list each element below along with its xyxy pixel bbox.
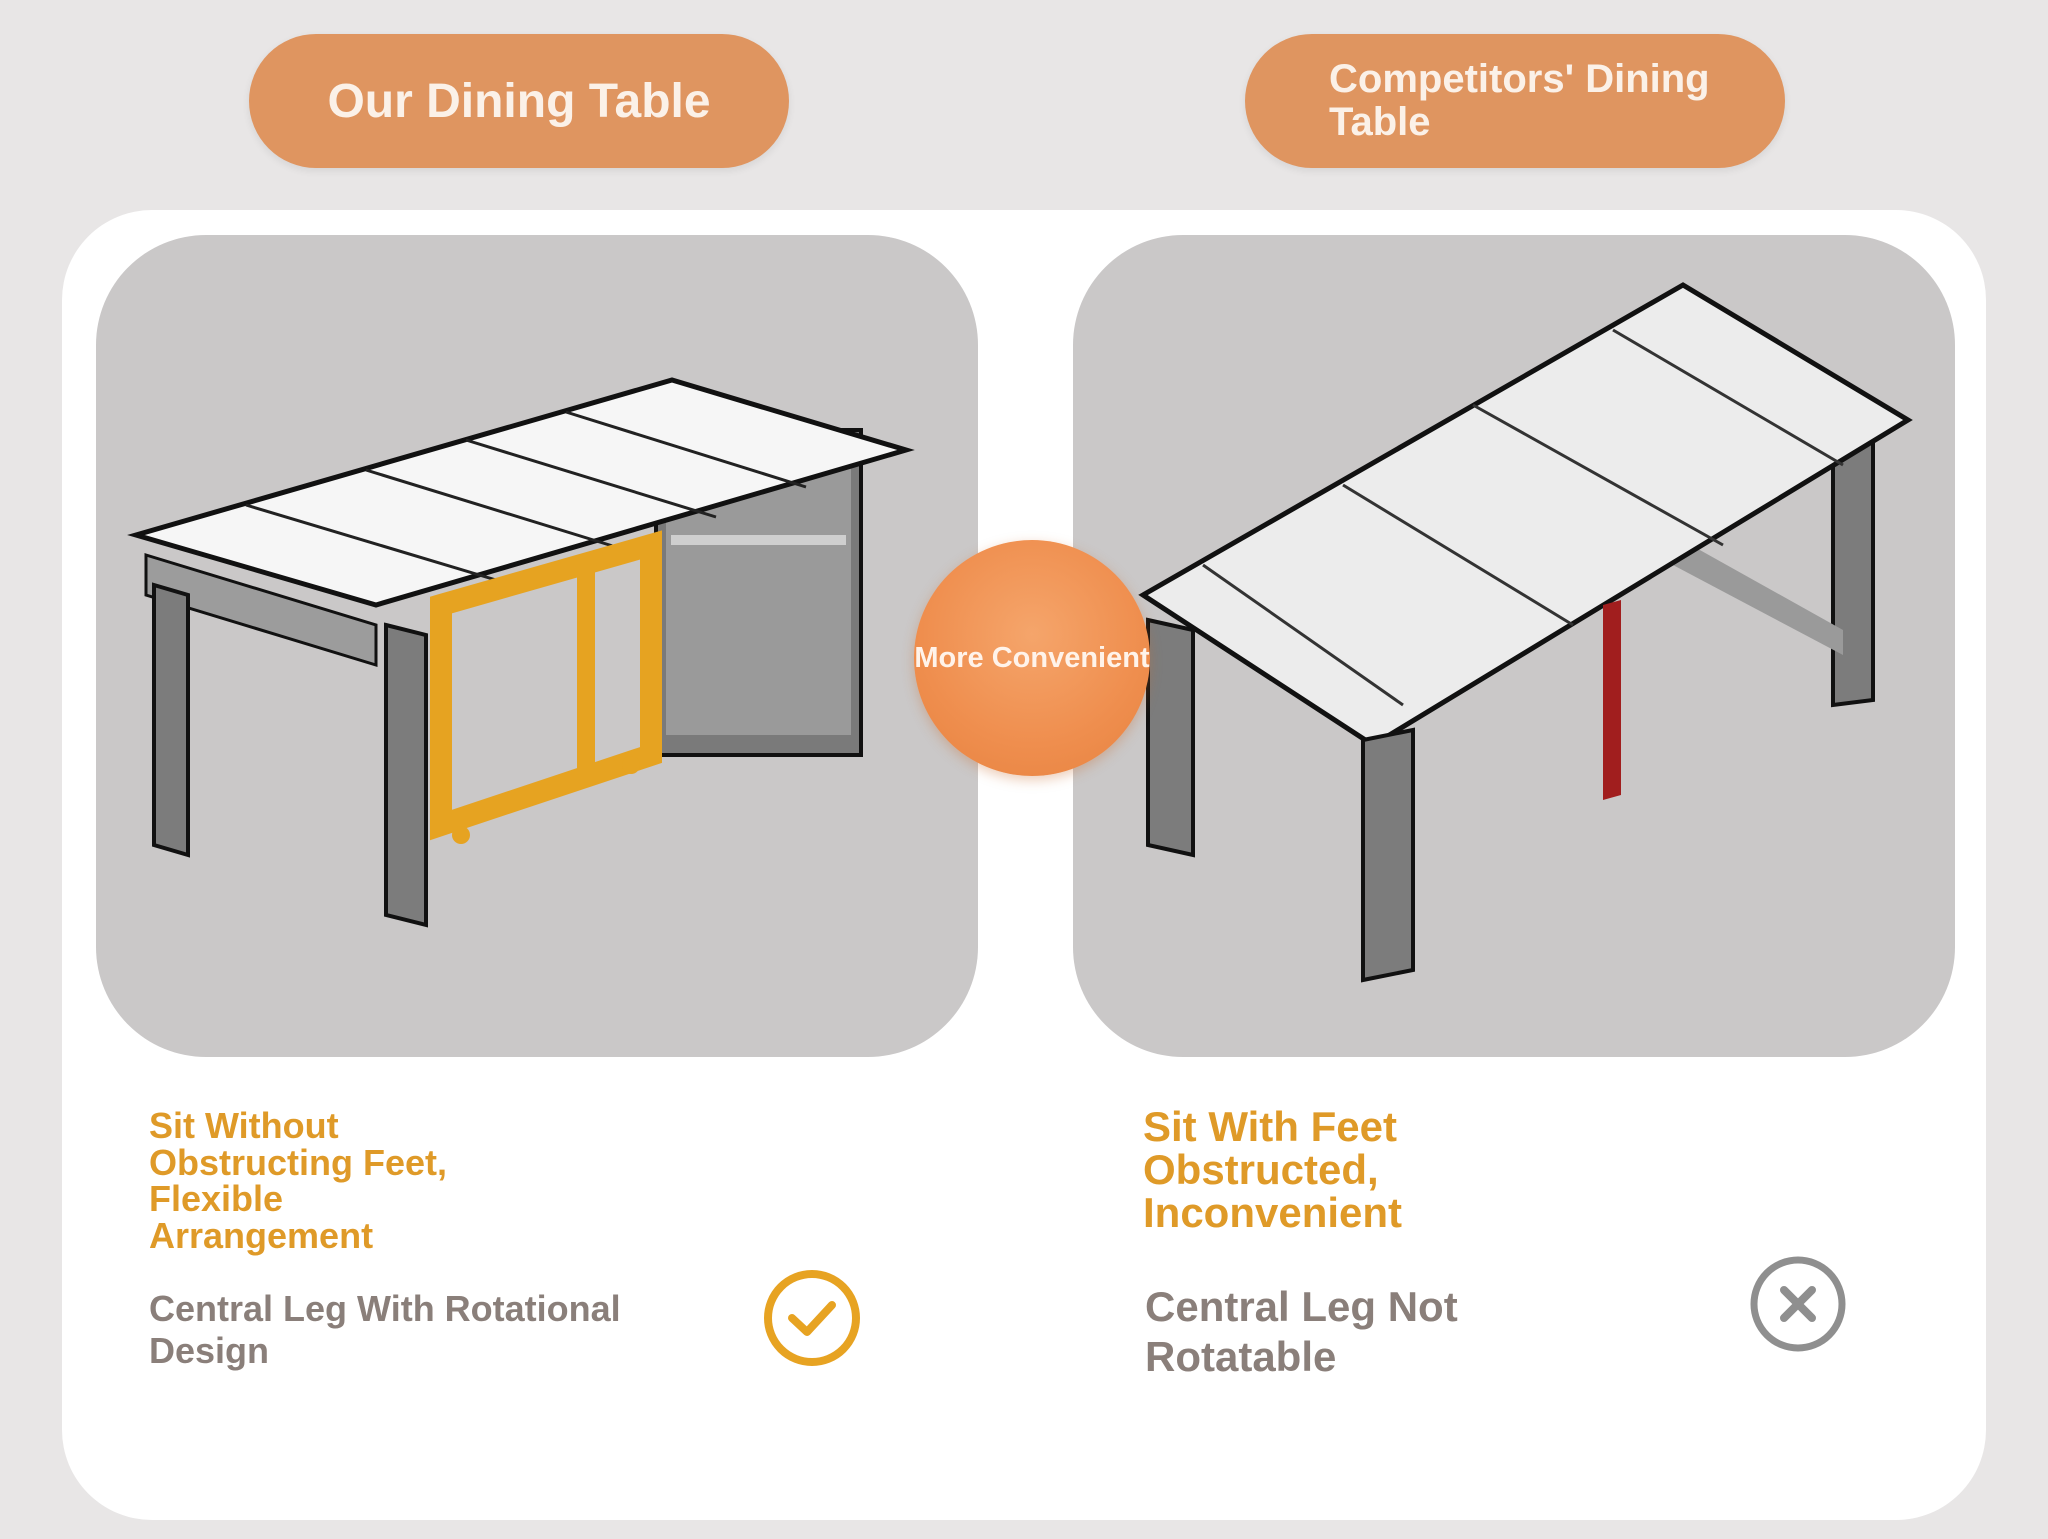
competitor-table-benefit: Sit With Feet Obstructed, Inconvenient	[1143, 1103, 1403, 1236]
x-circle-icon	[1750, 1256, 1846, 1352]
our-table-illustration	[127, 377, 915, 928]
our-table-benefit: Sit Without Obstructing Feet, Flexible A…	[149, 1105, 448, 1257]
our-table-image	[96, 235, 978, 1057]
competitor-table-feature: Central Leg Not Rotatable	[1145, 1283, 1458, 1380]
badge-label: More Convenient	[914, 641, 1150, 674]
competitor-table-image	[1073, 235, 1955, 1057]
more-convenient-badge: More Convenient	[914, 540, 1150, 776]
our-table-header: Our Dining Table	[249, 34, 789, 168]
competitor-table-title: Competitors' Dining Table	[1329, 56, 1710, 144]
competitor-table-header: Competitors' Dining Table	[1245, 34, 1785, 168]
our-table-feature: Central Leg With Rotational Design	[149, 1288, 621, 1372]
our-table-title: Our Dining Table	[327, 74, 711, 128]
check-circle-icon	[764, 1270, 860, 1366]
competitor-table-illustration	[1138, 282, 1913, 983]
